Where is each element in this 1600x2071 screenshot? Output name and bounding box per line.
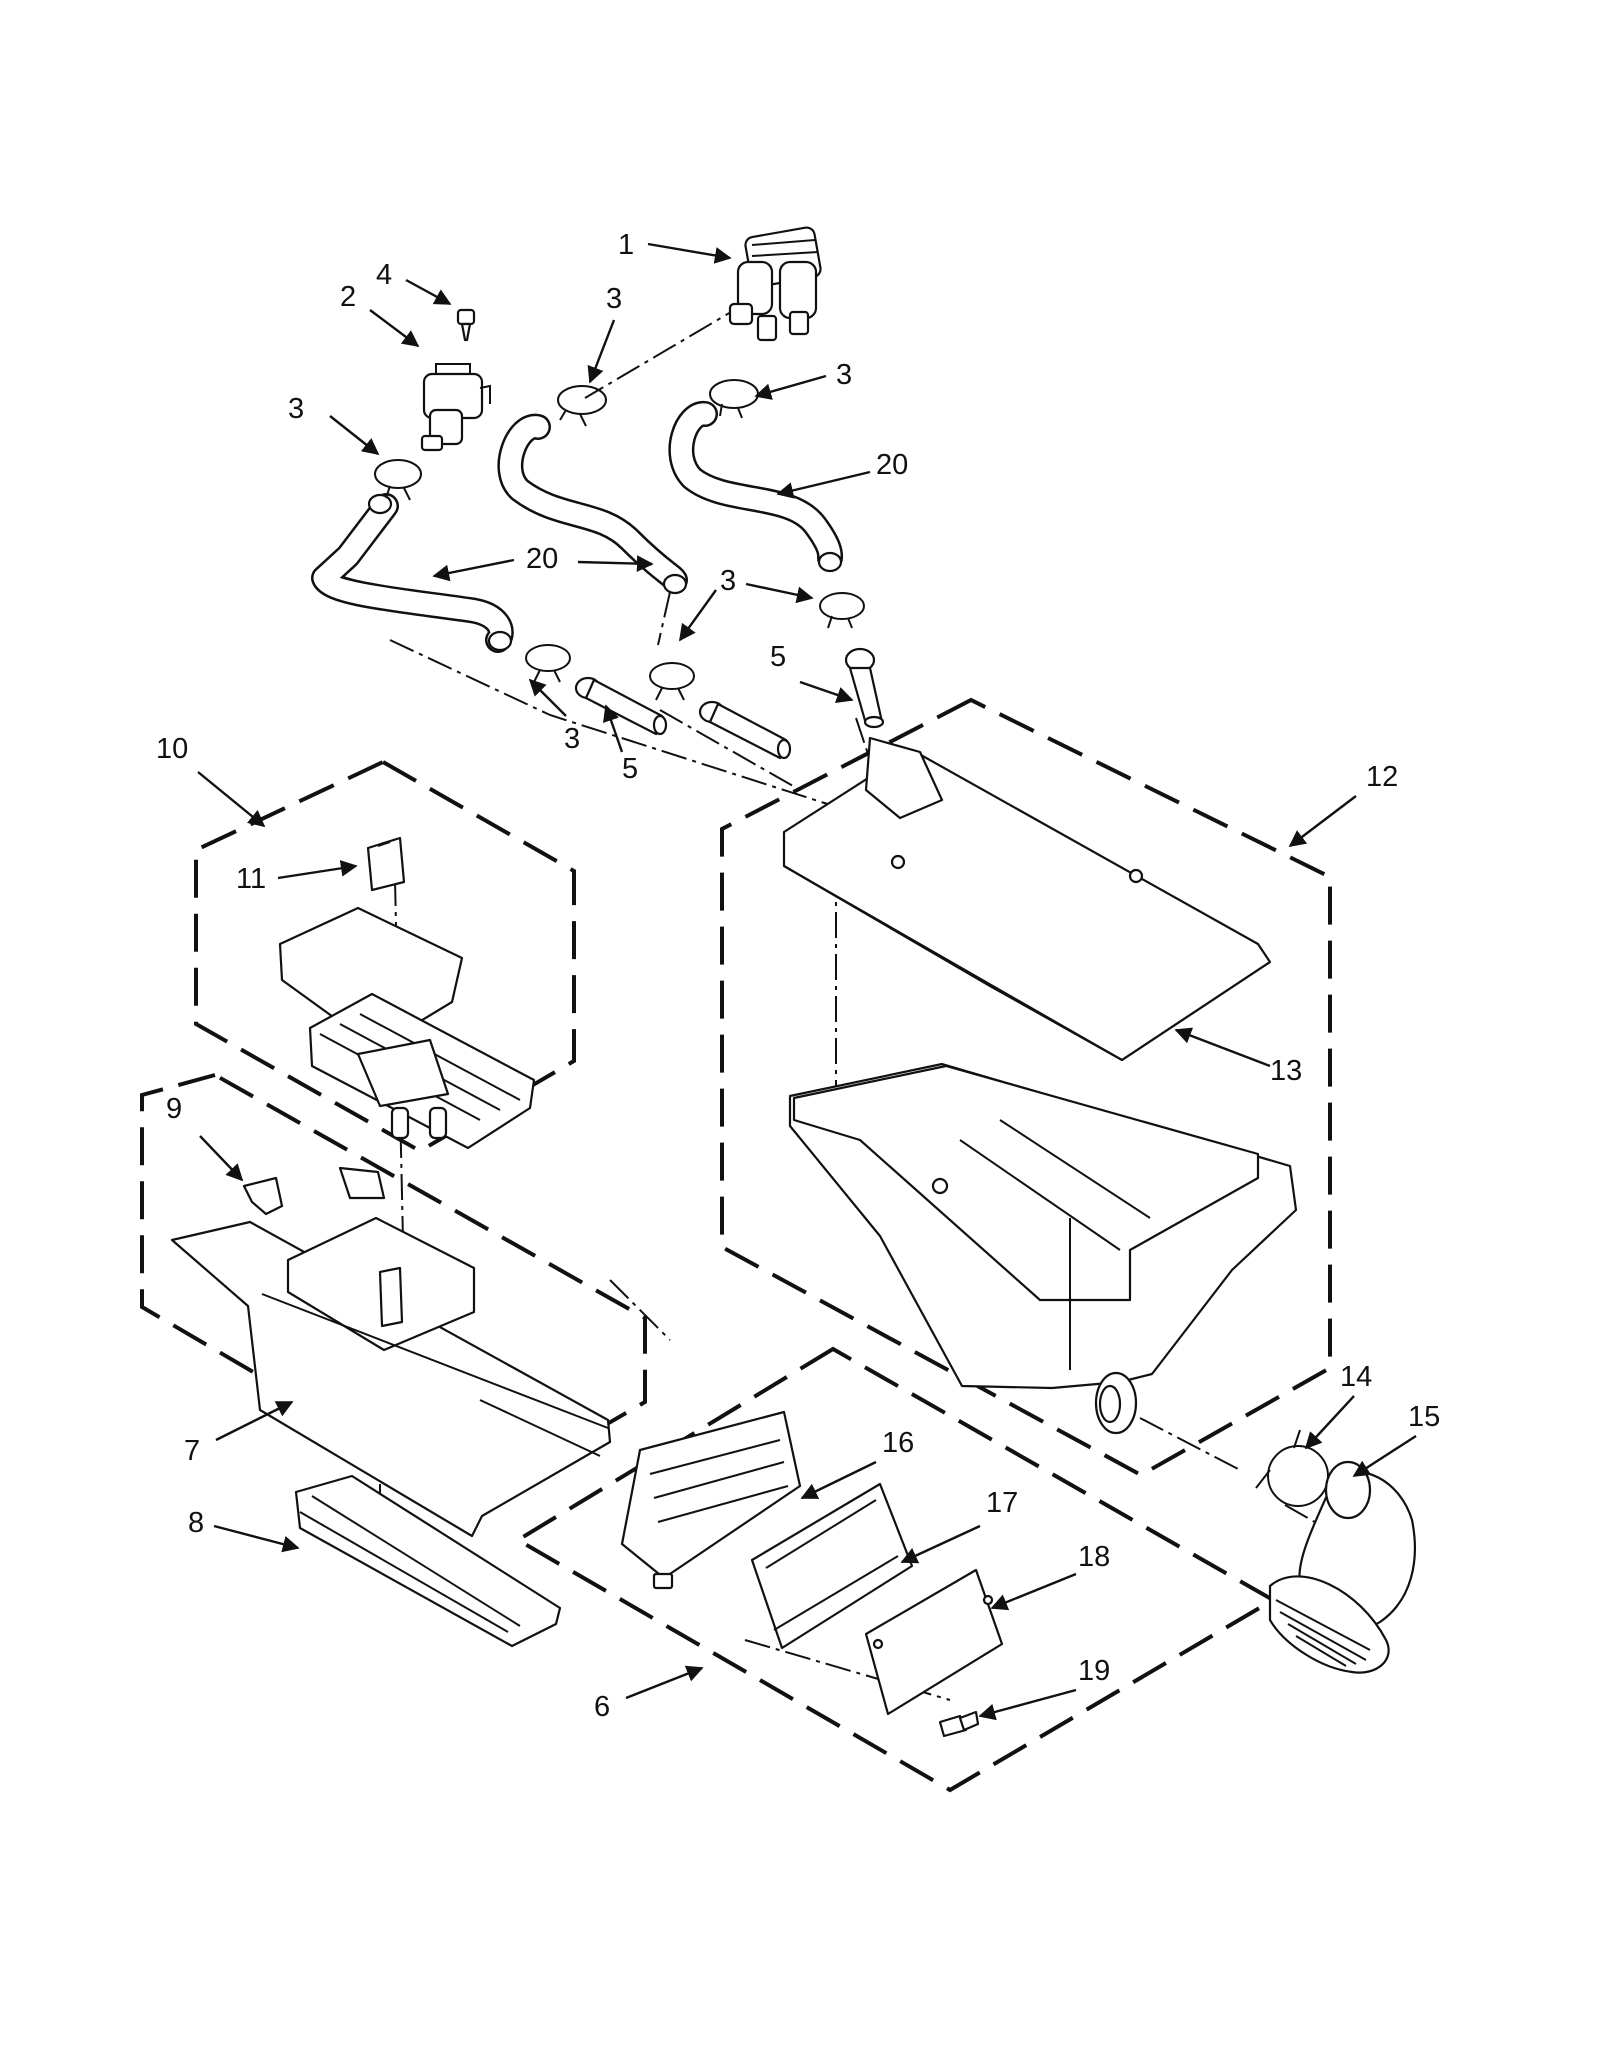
- leader-part-14: [1304, 1395, 1355, 1450]
- dispenser-housing-cover: [782, 736, 1272, 1062]
- axis-inlet: [855, 717, 871, 761]
- drawer-latch: [242, 1176, 284, 1216]
- leader-part-19: [978, 1688, 1077, 1721]
- label-part-3-mid-center: 3: [720, 565, 736, 597]
- axis-outlet: [1139, 1417, 1241, 1471]
- leader-part-3-top-right: [754, 374, 827, 400]
- axis-valve-clip: [584, 301, 749, 399]
- leader-part-20-right: [776, 470, 871, 499]
- leader-part-18: [990, 1572, 1077, 1611]
- label-part-18: 18: [1078, 1541, 1110, 1573]
- leader-part-1: [647, 242, 732, 264]
- leader-part-10: [197, 771, 266, 828]
- group-outline-dispenser-cover: [194, 759, 576, 1154]
- leader-part-3-low-left: [528, 678, 567, 717]
- label-part-3-top-left: 3: [288, 393, 304, 425]
- label-part-13: 13: [1270, 1055, 1302, 1087]
- label-part-4: 4: [376, 259, 392, 291]
- dispenser-drawer: [170, 1166, 612, 1538]
- group-outline-front-panel: [514, 1346, 1277, 1793]
- label-part-1: 1: [618, 229, 634, 261]
- siphon-cap: [366, 836, 406, 892]
- leader-part-12: [1288, 795, 1357, 848]
- inlet-elbow-3: [844, 647, 885, 729]
- inlet-elbow-1: [574, 676, 668, 736]
- hose-clamp-1: [374, 459, 422, 501]
- hose-left: [311, 493, 514, 653]
- front-gasket: [750, 1482, 914, 1650]
- label-part-5-right: 5: [770, 641, 786, 673]
- hose-clamp-6: [819, 592, 865, 629]
- hose-clamp-5: [649, 662, 695, 701]
- label-part-6: 6: [594, 1691, 610, 1723]
- leader-part-16: [800, 1460, 877, 1500]
- label-part-2: 2: [340, 281, 356, 313]
- inlet-elbow-2: [698, 700, 792, 760]
- leader-part-8: [213, 1524, 300, 1553]
- axis-elbow: [389, 639, 841, 809]
- leader-part-15: [1352, 1434, 1417, 1478]
- leader-part-7: [215, 1400, 294, 1442]
- leader-part-17: [900, 1524, 981, 1564]
- screw-part-4: [456, 308, 476, 342]
- axis-front: [609, 1279, 671, 1341]
- leader-part-3-mid-center: [679, 589, 717, 642]
- leader-part-3-top-center: [587, 319, 616, 384]
- leader-part-5-left: [603, 704, 624, 753]
- label-part-14: 14: [1340, 1361, 1372, 1393]
- label-part-8: 8: [188, 1507, 204, 1539]
- front-plate: [864, 1568, 1004, 1716]
- label-part-17: 17: [986, 1487, 1018, 1519]
- group-outline-dispenser-housing: [720, 697, 1332, 1478]
- leader-part-13: [1174, 1027, 1271, 1068]
- label-part-19: 19: [1078, 1655, 1110, 1687]
- dispenser-front-grille: [620, 1410, 802, 1590]
- dispenser-housing: [788, 1062, 1298, 1435]
- outlet-clamp: [1255, 1429, 1329, 1507]
- leader-part-5-right: [799, 680, 854, 703]
- label-part-7: 7: [184, 1435, 200, 1467]
- hose-clamp-4: [525, 644, 571, 683]
- hose-right: [668, 401, 844, 573]
- leader-part-20-left-b: [577, 555, 654, 572]
- label-part-3-low-left: 3: [564, 723, 580, 755]
- leader-part-3-top-left: [329, 415, 380, 456]
- drawer-tray: [294, 1474, 562, 1648]
- label-part-9: 9: [166, 1093, 182, 1125]
- hose-center: [497, 413, 688, 595]
- leader-part-4: [405, 278, 452, 306]
- label-part-15: 15: [1408, 1401, 1440, 1433]
- leader-part-11: [277, 859, 358, 880]
- label-part-11: 11: [236, 863, 266, 895]
- front-plate-screw: [938, 1710, 980, 1738]
- label-part-16: 16: [882, 1427, 914, 1459]
- leader-part-2: [369, 309, 420, 348]
- water-valve-single: [420, 363, 491, 452]
- leader-part-3-mid-right: [745, 582, 814, 604]
- dispenser-cover: [278, 906, 536, 1150]
- hose-clamp-2: [557, 385, 607, 427]
- label-part-3-top-center: 3: [606, 283, 622, 315]
- label-part-20-right: 20: [876, 449, 908, 481]
- axis-hose-clip: [657, 591, 671, 646]
- leader-part-9: [199, 1135, 244, 1182]
- leader-part-6: [625, 1665, 704, 1700]
- label-part-20-left: 20: [526, 543, 558, 575]
- label-part-3-top-right: 3: [836, 359, 852, 391]
- label-part-5-left: 5: [622, 753, 638, 785]
- water-valve-dual: [728, 226, 822, 342]
- label-part-10: 10: [156, 733, 188, 765]
- label-part-12: 12: [1366, 761, 1398, 793]
- axis-clip-elbow: [659, 709, 801, 791]
- axis-clamp: [1284, 1504, 1321, 1526]
- leader-part-20-left-a: [432, 558, 515, 582]
- outlet-bellows-hose: [1268, 1460, 1416, 1674]
